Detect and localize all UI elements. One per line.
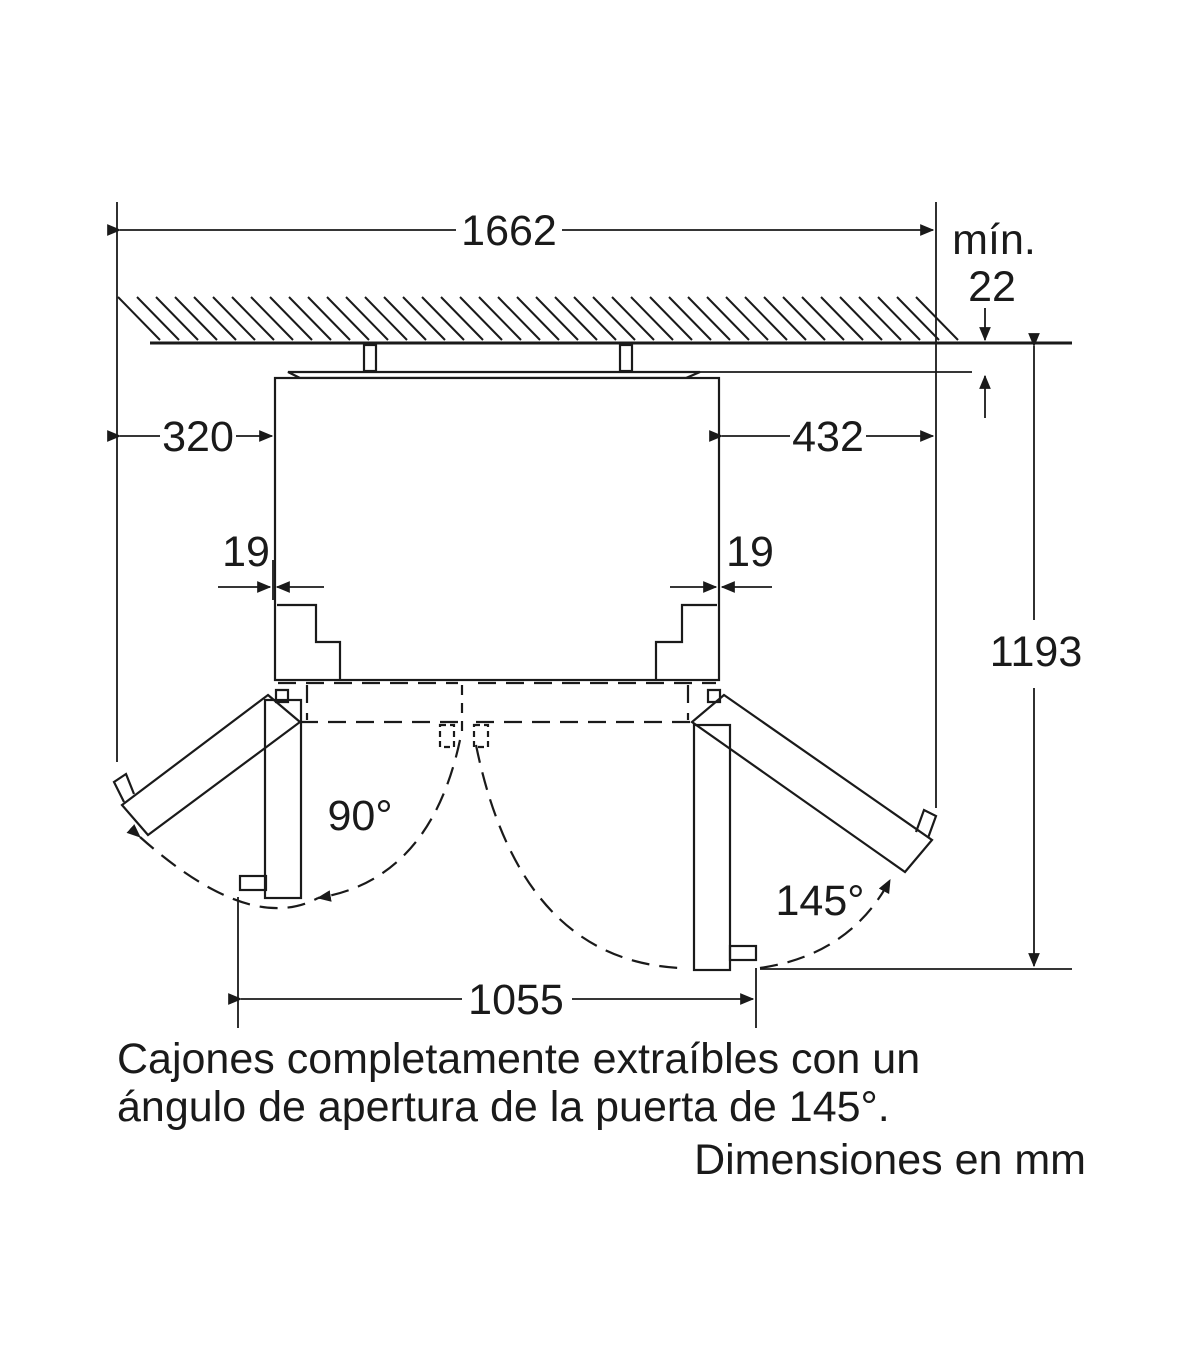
hatch-line <box>212 296 256 341</box>
depth-label: 1193 <box>990 628 1082 676</box>
hatch-line <box>630 296 674 341</box>
hatch-line <box>402 296 446 341</box>
hatch-line <box>839 296 883 341</box>
hatch-line <box>307 296 351 341</box>
left-clearance-label: 320 <box>162 413 234 461</box>
angle-145-label: 145° <box>776 877 865 925</box>
hatch-line <box>706 296 750 341</box>
hatch-line <box>250 296 294 341</box>
hatch-line <box>725 296 769 341</box>
wall <box>117 296 1072 345</box>
hatch-line <box>535 296 579 341</box>
hatch-line <box>858 296 902 341</box>
hatch-line <box>269 296 313 341</box>
fridge-body <box>273 343 721 682</box>
hatch-line <box>497 296 541 341</box>
closed-doors <box>278 681 716 749</box>
hatch-line <box>345 296 389 341</box>
hatch-line <box>117 296 161 341</box>
caption-line-2: ángulo de apertura de la puerta de 145°. <box>117 1083 890 1131</box>
hatch-line <box>611 296 655 341</box>
dimension-lines <box>107 224 1040 1005</box>
hatch-line <box>649 296 693 341</box>
swing-arcs <box>126 739 891 970</box>
hatch-line <box>516 296 560 341</box>
caption: Cajones completamente extraíbles con un … <box>117 1035 1086 1184</box>
hatch-line <box>573 296 617 341</box>
right-clearance-label: 432 <box>792 413 864 461</box>
hatch-line <box>763 296 807 341</box>
hatch-line <box>554 296 598 341</box>
right-door-90 <box>692 688 758 972</box>
hatch-line <box>383 296 427 341</box>
front-width-label: 1055 <box>468 976 564 1024</box>
hatch-line <box>478 296 522 341</box>
left-door-90 <box>238 688 303 900</box>
hatch-line <box>592 296 636 341</box>
angle-90-label: 90° <box>327 792 392 840</box>
hatch-line <box>459 296 503 341</box>
hatch-line <box>687 296 731 341</box>
wall-hatching <box>117 296 959 341</box>
caption-line-1: Cajones completamente extraíbles con un <box>117 1035 920 1083</box>
extension-lines <box>116 202 1072 1028</box>
hatch-line <box>782 296 826 341</box>
hatch-line <box>801 296 845 341</box>
right-door-145 <box>690 693 938 874</box>
hatch-line <box>288 296 332 341</box>
hatch-line <box>877 296 921 341</box>
wall-gap-label: 22 <box>968 263 1016 311</box>
hatch-line <box>915 296 959 341</box>
hatch-line <box>668 296 712 341</box>
total-width-label: 1662 <box>461 207 557 255</box>
units-note: Dimensiones en mm <box>694 1136 1086 1184</box>
hatch-line <box>820 296 864 341</box>
min-label: mín. <box>952 216 1036 264</box>
hatch-line <box>231 296 275 341</box>
hatch-line <box>155 296 199 341</box>
hatch-line <box>421 296 465 341</box>
hatch-line <box>174 296 218 341</box>
dimension-labels: 1662 mín. 22 320 432 19 19 1193 1055 90°… <box>162 207 1082 1024</box>
hatch-line <box>326 296 370 341</box>
hatch-line <box>136 296 180 341</box>
hatch-line <box>364 296 408 341</box>
hatch-line <box>744 296 788 341</box>
left-door-145 <box>112 693 302 837</box>
hatch-line <box>193 296 237 341</box>
hatch-line <box>896 296 940 341</box>
left-door-offset-label: 19 <box>222 528 270 576</box>
hatch-line <box>440 296 484 341</box>
right-door-offset-label: 19 <box>726 528 774 576</box>
